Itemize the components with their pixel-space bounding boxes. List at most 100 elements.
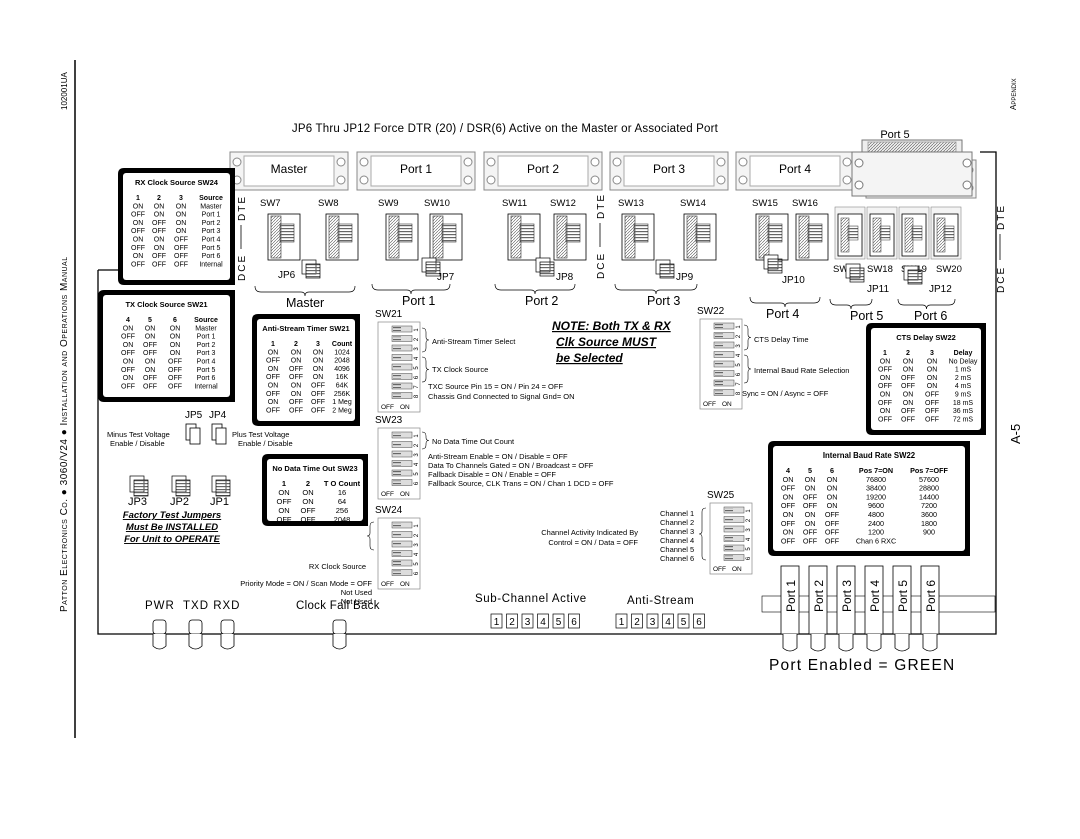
- jumper-jp8: JP8: [535, 257, 574, 283]
- clock-fall-back-led: [332, 619, 347, 650]
- port-led-3: Port 3: [836, 565, 856, 652]
- table-cell: OFF: [311, 399, 325, 406]
- table-cell: ON: [880, 358, 891, 365]
- table-cell: OFF: [168, 383, 182, 390]
- table-cell: OFF: [131, 261, 145, 268]
- table-cell: OFF: [925, 408, 939, 415]
- sw16-label: SW16: [792, 198, 818, 209]
- table-header: T O Count: [324, 479, 361, 488]
- sw13-label: SW13: [618, 198, 644, 209]
- table-cell: OFF: [266, 374, 280, 381]
- dte-dce-arrows: [240, 223, 1001, 260]
- table-cell: 64K: [336, 383, 349, 390]
- table-cell: 2400: [868, 519, 884, 528]
- dip-sw25-label: SW25: [707, 490, 735, 501]
- table-cell: ON: [268, 366, 279, 373]
- connector-label: Port 1: [400, 162, 432, 176]
- svg-text:Plus Test Voltage: Plus Test Voltage: [232, 430, 289, 439]
- table-cell: Port 6: [202, 253, 221, 260]
- table-cell: OFF: [878, 367, 892, 374]
- table-cell: 14400: [919, 492, 939, 501]
- sw8-label: SW8: [318, 198, 339, 209]
- table-cell: Port 2: [202, 220, 221, 227]
- led-number: 3: [525, 617, 531, 628]
- table-cell: ON: [123, 325, 134, 332]
- table-cell: OFF: [901, 408, 915, 415]
- dip-note: Not Used: [341, 597, 372, 606]
- table-cell: OFF: [152, 220, 166, 227]
- table-cell: ON: [154, 237, 165, 244]
- svg-text:DCE: DCE: [596, 252, 607, 279]
- table-cell: 76800: [866, 475, 886, 484]
- group-port2: Port 2: [494, 283, 576, 308]
- table-header: 6: [173, 317, 177, 324]
- table-cell: ON: [927, 358, 938, 365]
- table-cell: Port 3: [202, 228, 221, 235]
- table-cell: Master: [195, 325, 217, 332]
- table-cell: OFF: [143, 342, 157, 349]
- table-cell: Port 4: [202, 237, 221, 244]
- switch-sw18: SW18: [866, 206, 898, 275]
- table-cell: 16: [338, 488, 346, 497]
- table-cell: 16K: [336, 374, 349, 381]
- table-cell: OFF: [825, 510, 840, 519]
- port3-group-label: Port 3: [647, 294, 680, 308]
- sub-channel-label: Sub-Channel Active: [475, 593, 587, 605]
- table-cell: OFF: [311, 407, 325, 414]
- table-cell: OFF: [121, 334, 135, 341]
- sw18-label: SW18: [867, 264, 893, 275]
- table-cell: 3600: [921, 510, 937, 519]
- page-number: A-5: [1008, 424, 1023, 444]
- svg-text:4: 4: [414, 462, 420, 466]
- port-led-label: Port 5: [896, 580, 910, 612]
- dip-note: Channel 2: [660, 518, 694, 527]
- dip-off-label: OFF: [381, 404, 394, 411]
- led-number: 6: [696, 617, 702, 628]
- switch-sw11: SW11: [502, 198, 541, 261]
- port-enabled-label: Port Enabled = GREEN: [769, 657, 955, 674]
- anti-stream-table-title: Anti-Stream Timer SW21: [262, 324, 349, 333]
- dip-note: Sync = ON / Async = OFF: [742, 389, 829, 398]
- table-cell: 19200: [866, 492, 886, 501]
- factory-jumpers: JP3 JP2 JP1 Factory Test Jumpers Must Be…: [123, 475, 231, 545]
- clock-fall-back-label: Clock Fall Back: [296, 600, 380, 612]
- dip-note: Anti-Stream Enable = ON / Disable = OFF: [428, 452, 568, 461]
- svg-text:6: 6: [736, 372, 742, 376]
- sw15-label: SW15: [752, 198, 778, 209]
- table-header: Pos 7=ON: [859, 466, 893, 475]
- svg-text:8: 8: [736, 391, 742, 395]
- led-number: 3: [650, 617, 656, 628]
- switch-sw15: SW15: [752, 198, 789, 261]
- led-number: 2: [634, 617, 640, 628]
- table-cell: ON: [154, 203, 165, 210]
- svg-text:2: 2: [414, 443, 420, 447]
- table-cell: OFF: [152, 228, 166, 235]
- table-cell: ON: [302, 497, 313, 506]
- dip-note: RX Clock Source: [309, 562, 366, 571]
- table-cell: ON: [313, 366, 324, 373]
- svg-text:6: 6: [414, 481, 420, 485]
- test-voltage-jumpers: JP5 JP4 Minus Test Voltage Enable / Disa…: [107, 410, 293, 448]
- table-cell: ON: [145, 334, 156, 341]
- dip-note: TXC Source Pin 15 = ON / Pin 24 = OFF: [428, 382, 563, 391]
- table-header: 1: [136, 195, 140, 202]
- led-number: 6: [571, 617, 577, 628]
- master-group-label: Master: [286, 296, 324, 310]
- table-cell: Master: [200, 203, 222, 210]
- table-cell: ON: [123, 359, 134, 366]
- port5-connector: [851, 139, 973, 197]
- table-header: 1: [883, 350, 887, 357]
- dip-off-label: OFF: [381, 491, 394, 498]
- table-cell: ON: [145, 359, 156, 366]
- table-cell: ON: [903, 367, 914, 374]
- table-cell: OFF: [825, 536, 840, 545]
- svg-text:NOTE: Both TX & RX: NOTE: Both TX & RX: [552, 319, 672, 333]
- table-cell: OFF: [143, 383, 157, 390]
- table-cell: ON: [291, 383, 302, 390]
- svg-text:6: 6: [414, 571, 420, 575]
- table-cell: Port 1: [197, 334, 216, 341]
- jp6-label: JP6: [278, 270, 296, 281]
